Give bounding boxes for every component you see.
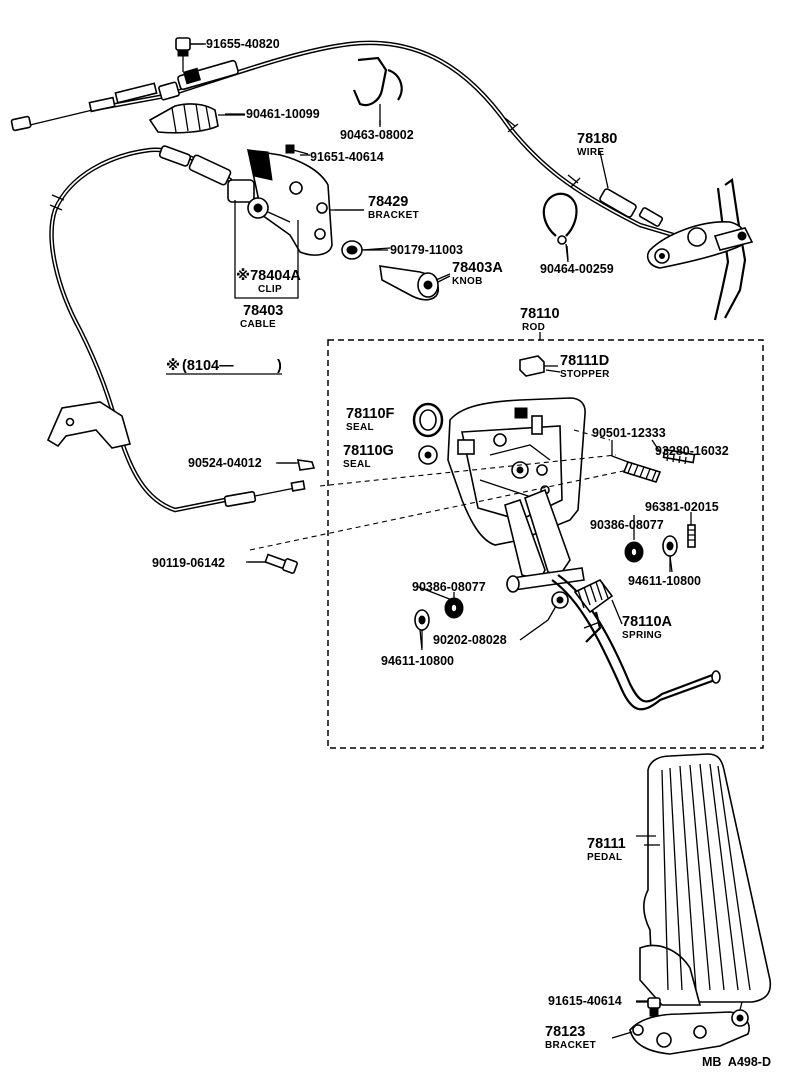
production-note: ※ (8104— ) <box>166 358 282 374</box>
pedal-rod-arm <box>504 488 721 711</box>
label-78111D-name: STOPPER <box>560 369 610 380</box>
label-90119-number: 90119-06142 <box>152 556 225 570</box>
label-78110G-name: SEAL <box>343 459 371 470</box>
screw-91655 <box>175 37 204 72</box>
label-91615-number: 91615-40614 <box>548 994 622 1008</box>
label-78111-number: 78111 <box>587 836 626 852</box>
note-text: (8104— <box>182 358 234 374</box>
label-78404A-name: CLIP <box>258 284 282 295</box>
pedal-bracket-78123 <box>629 997 750 1055</box>
label-78110-name: ROD <box>522 322 545 333</box>
label-90463-number: 90463-08002 <box>340 128 414 142</box>
label-94611b-number: 94611-10800 <box>381 654 454 668</box>
snap-ring-90464 <box>542 192 578 263</box>
label-96381-number: 96381-02015 <box>645 500 719 514</box>
seal-78110G <box>418 445 438 465</box>
label-78429-number: 78429 <box>368 194 408 210</box>
boot-90461 <box>148 103 245 134</box>
throttle-lever-assembly <box>646 178 754 321</box>
label-78110F-number: 78110F <box>346 406 395 422</box>
spring-78110A <box>573 578 623 643</box>
label-90386a-number: 90386-08077 <box>590 518 664 532</box>
label-78180-number: 78180 <box>577 131 617 147</box>
label-78110-number: 78110 <box>520 306 560 322</box>
clamp-90463 <box>352 56 403 125</box>
hand-throttle-cable-78403 <box>46 145 306 513</box>
label-91655-number: 91655-40820 <box>206 37 280 51</box>
stud-93280 <box>662 448 696 465</box>
label-78111-name: PEDAL <box>587 852 622 863</box>
assembly-dashed-leaders <box>249 429 629 551</box>
label-78403A-number: 78403A <box>452 260 503 276</box>
knob-78403A <box>379 265 451 301</box>
label-90524-number: 90524-04012 <box>188 456 262 470</box>
rod-assembly-box <box>327 339 764 749</box>
label-78110F-name: SEAL <box>346 422 374 433</box>
cable-callout-bracket <box>234 200 299 299</box>
label-78123-number: 78123 <box>545 1024 585 1040</box>
seal-78110F <box>412 402 444 438</box>
label-90501-number: 90501-12333 <box>592 426 666 440</box>
spring-90501 <box>611 440 662 483</box>
nut-90386-right <box>624 541 644 563</box>
pin-96381 <box>687 512 696 548</box>
label-78403A-name: KNOB <box>452 276 483 287</box>
label-90461-number: 90461-10099 <box>246 107 320 121</box>
label-91651-number: 91651-40614 <box>310 150 384 164</box>
label-78180-name: WIRE <box>577 147 604 158</box>
label-78404A-number: ※78404A <box>236 268 301 284</box>
label-78403-number: 78403 <box>243 303 283 319</box>
label-90179-number: 90179-11003 <box>390 243 463 257</box>
label-78403-name: CABLE <box>240 319 276 330</box>
bolt-90119 <box>246 553 298 574</box>
stopper-78111D <box>519 355 558 377</box>
grommet-90179 <box>341 240 391 260</box>
label-78111D-number: 78111D <box>560 353 609 369</box>
part-labels: 91655-40820 90461-10099 90463-08002 9165… <box>152 37 729 1051</box>
note-symbol: ※ <box>166 358 180 374</box>
label-78123-name: BRACKET <box>545 1040 596 1051</box>
pedal-78111 <box>636 753 772 1006</box>
screw-90524 <box>276 459 316 471</box>
label-78110A-number: 78110A <box>622 614 673 630</box>
diagram-code: MB A498-D <box>702 1055 771 1069</box>
label-90202-number: 90202-08028 <box>433 633 507 647</box>
label-93280-number: 93280-16032 <box>655 444 729 458</box>
label-78110A-name: SPRING <box>622 630 662 641</box>
accelerator-wire-cable <box>10 40 693 243</box>
nut-90386-left <box>444 592 464 619</box>
label-78110G-number: 78110G <box>343 443 394 459</box>
label-90464-number: 90464-00259 <box>540 262 614 276</box>
note-close: ) <box>277 358 282 374</box>
label-78429-name: BRACKET <box>368 210 419 221</box>
label-94611a-number: 94611-10800 <box>628 574 701 588</box>
bolt-90202-leader <box>519 605 557 641</box>
label-leaders <box>166 43 671 1039</box>
washer-94611-left <box>414 609 430 648</box>
label-90386b-number: 90386-08077 <box>412 580 486 594</box>
